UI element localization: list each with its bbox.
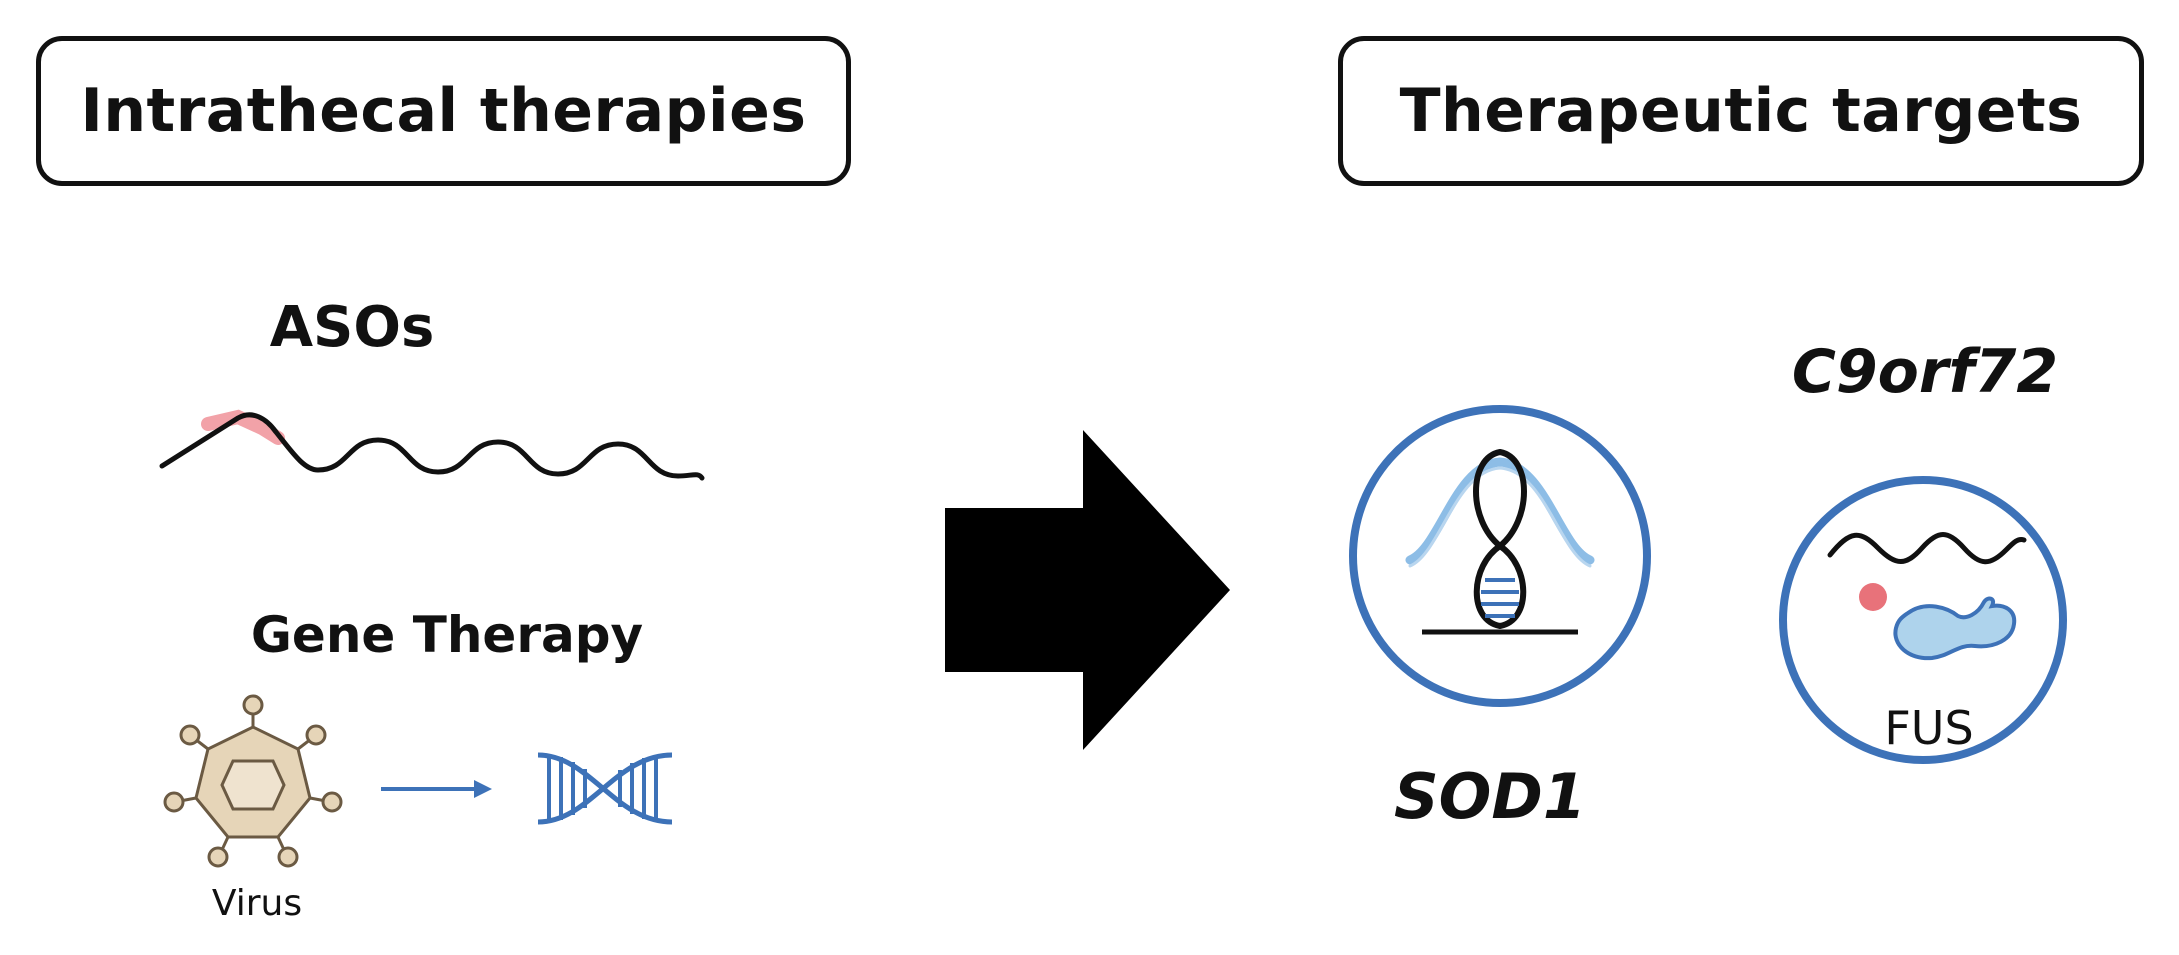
- gene-therapy-label: Gene Therapy: [250, 606, 644, 664]
- small-arrow-icon: [381, 780, 492, 798]
- therapeutic-targets-title: Therapeutic targets: [1399, 76, 2083, 146]
- therapeutic-targets-header: Therapeutic targets: [1338, 36, 2144, 186]
- sod1-label: SOD1: [1394, 760, 1586, 833]
- aso-label: ASOs: [269, 295, 435, 360]
- sod1-dna-loop-icon: [1473, 448, 1527, 630]
- intrathecal-therapies-title: Intrathecal therapies: [80, 76, 807, 146]
- sod1-icon: [1349, 405, 1651, 707]
- dna-helix-icon: [537, 752, 673, 825]
- big-right-arrow-icon: [945, 430, 1230, 750]
- fus-label: FUS: [1884, 701, 1974, 755]
- virus-label: Virus: [211, 883, 303, 924]
- aso-strand-icon: [159, 409, 705, 481]
- fus-protein-icon: [1893, 596, 2017, 661]
- virus-icon: [163, 694, 343, 868]
- c9orf72-label: C9orf72: [1791, 337, 2059, 407]
- intrathecal-therapies-header: Intrathecal therapies: [36, 36, 851, 186]
- fus-icon: [1779, 476, 2067, 764]
